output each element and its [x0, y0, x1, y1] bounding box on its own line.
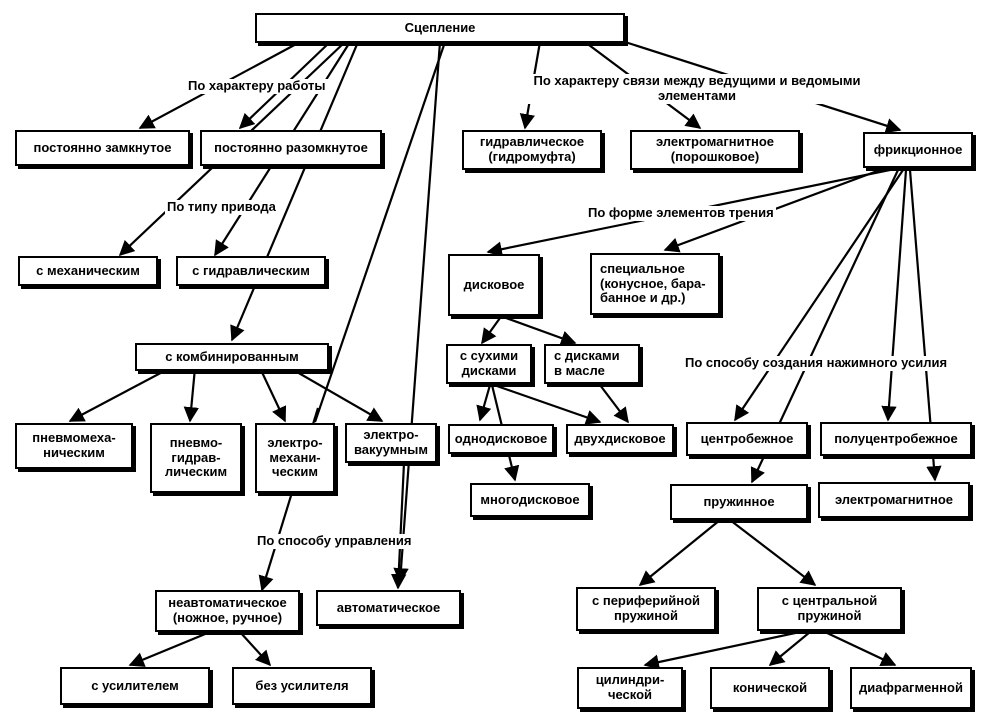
node-mechanical: с механическим — [18, 256, 158, 286]
node-pneumo-hydraulic: пневмо- гидрав- лическим — [150, 423, 242, 493]
arrow-combined-electrovac — [289, 367, 384, 422]
node-single-disc: однодисковое — [448, 424, 554, 454]
node-friction: фрикционное — [863, 132, 973, 168]
node-semi-centrifugal: полуцентробежное — [820, 422, 972, 456]
node-double-disc: двухдисковое — [566, 424, 674, 454]
arrow-central-conical — [768, 631, 811, 666]
arrow-combined-pneumohyd — [183, 367, 199, 423]
arrow-combined-electromech — [259, 367, 287, 423]
arrow-disc-oil — [505, 316, 577, 346]
arrow-root-control — [393, 41, 442, 584]
arrow-control-auto — [390, 462, 407, 590]
label-by-connection: По характеру связи между ведущими и ведо… — [505, 73, 889, 104]
node-non-automatic: неавтоматическое (ножное, ручное) — [155, 590, 300, 632]
label-by-force: По способу создания нажимного усилия — [683, 355, 950, 371]
node-automatic: автоматическое — [316, 590, 461, 626]
node-combined: с комбинированным — [135, 343, 329, 371]
label-by-friction-form: По форме элементов трения — [586, 205, 776, 221]
arrow-dry-single — [476, 384, 492, 422]
node-root: Сцепление — [255, 13, 625, 43]
arrow-central-cylindrical — [643, 630, 801, 670]
node-hydraulic: с гидравлическим — [176, 256, 326, 286]
label-by-operation: По характеру работы — [186, 78, 328, 94]
arrow-nonauto-booster — [128, 630, 211, 667]
node-centrifugal: центробежное — [686, 422, 808, 456]
arrow-oil-double — [599, 384, 629, 424]
node-special: специальное (конусное, бара- банное и др… — [590, 253, 720, 315]
node-electromagnetic: электромагнитное — [818, 482, 970, 518]
label-by-drive: По типу привода — [165, 199, 278, 215]
arrow-root-combined — [230, 41, 360, 342]
node-spring: пружинное — [670, 484, 808, 520]
node-central-spring: с центральной пружиной — [757, 587, 902, 631]
arrow-spring-peripheral — [638, 519, 721, 586]
node-electro-mech: электро- механи- ческим — [255, 423, 335, 493]
node-oil-discs: с дисками в масле — [544, 344, 640, 384]
arrow-disc-dry — [481, 317, 501, 345]
node-without-booster: без усилителя — [232, 667, 372, 705]
node-electro-vacuum: электро- вакуумным — [345, 423, 437, 463]
arrow-friction-semi — [881, 169, 908, 422]
arrow-spring-central — [729, 519, 817, 586]
arrow-central-diaphragm — [824, 631, 897, 667]
node-fluid-coupling: гидравлическое (гидромуфта) — [462, 130, 602, 170]
arrow-nonauto-nobooster — [239, 631, 272, 667]
arrow-friction-centrifugal — [734, 169, 904, 422]
node-multi-disc: многодисковое — [470, 483, 590, 517]
arrow-root-electro-vacuum — [313, 41, 447, 423]
node-diaphragm: диафрагменной — [850, 667, 972, 709]
arrow-dry-double — [493, 383, 602, 425]
node-dry-discs: с сухими дисками — [446, 344, 532, 384]
node-electromagnetic-powder: электромагнитное (порошковое) — [630, 130, 800, 170]
arrow-combined-pneumomech — [68, 367, 171, 422]
node-cylindrical: цилиндри- ческой — [577, 667, 683, 709]
node-normally-closed: постоянно замкнутое — [15, 130, 190, 166]
label-by-control: По способу управления — [255, 533, 414, 549]
node-disc: дисковое — [448, 254, 540, 316]
node-normally-open: постоянно разомкнутое — [200, 130, 382, 166]
node-pneumo-mech: пневмомеха- ническим — [15, 423, 133, 469]
node-peripheral-spring: с периферийной пружиной — [576, 587, 716, 631]
node-with-booster: с усилителем — [60, 667, 210, 705]
node-conical: конической — [710, 667, 830, 709]
